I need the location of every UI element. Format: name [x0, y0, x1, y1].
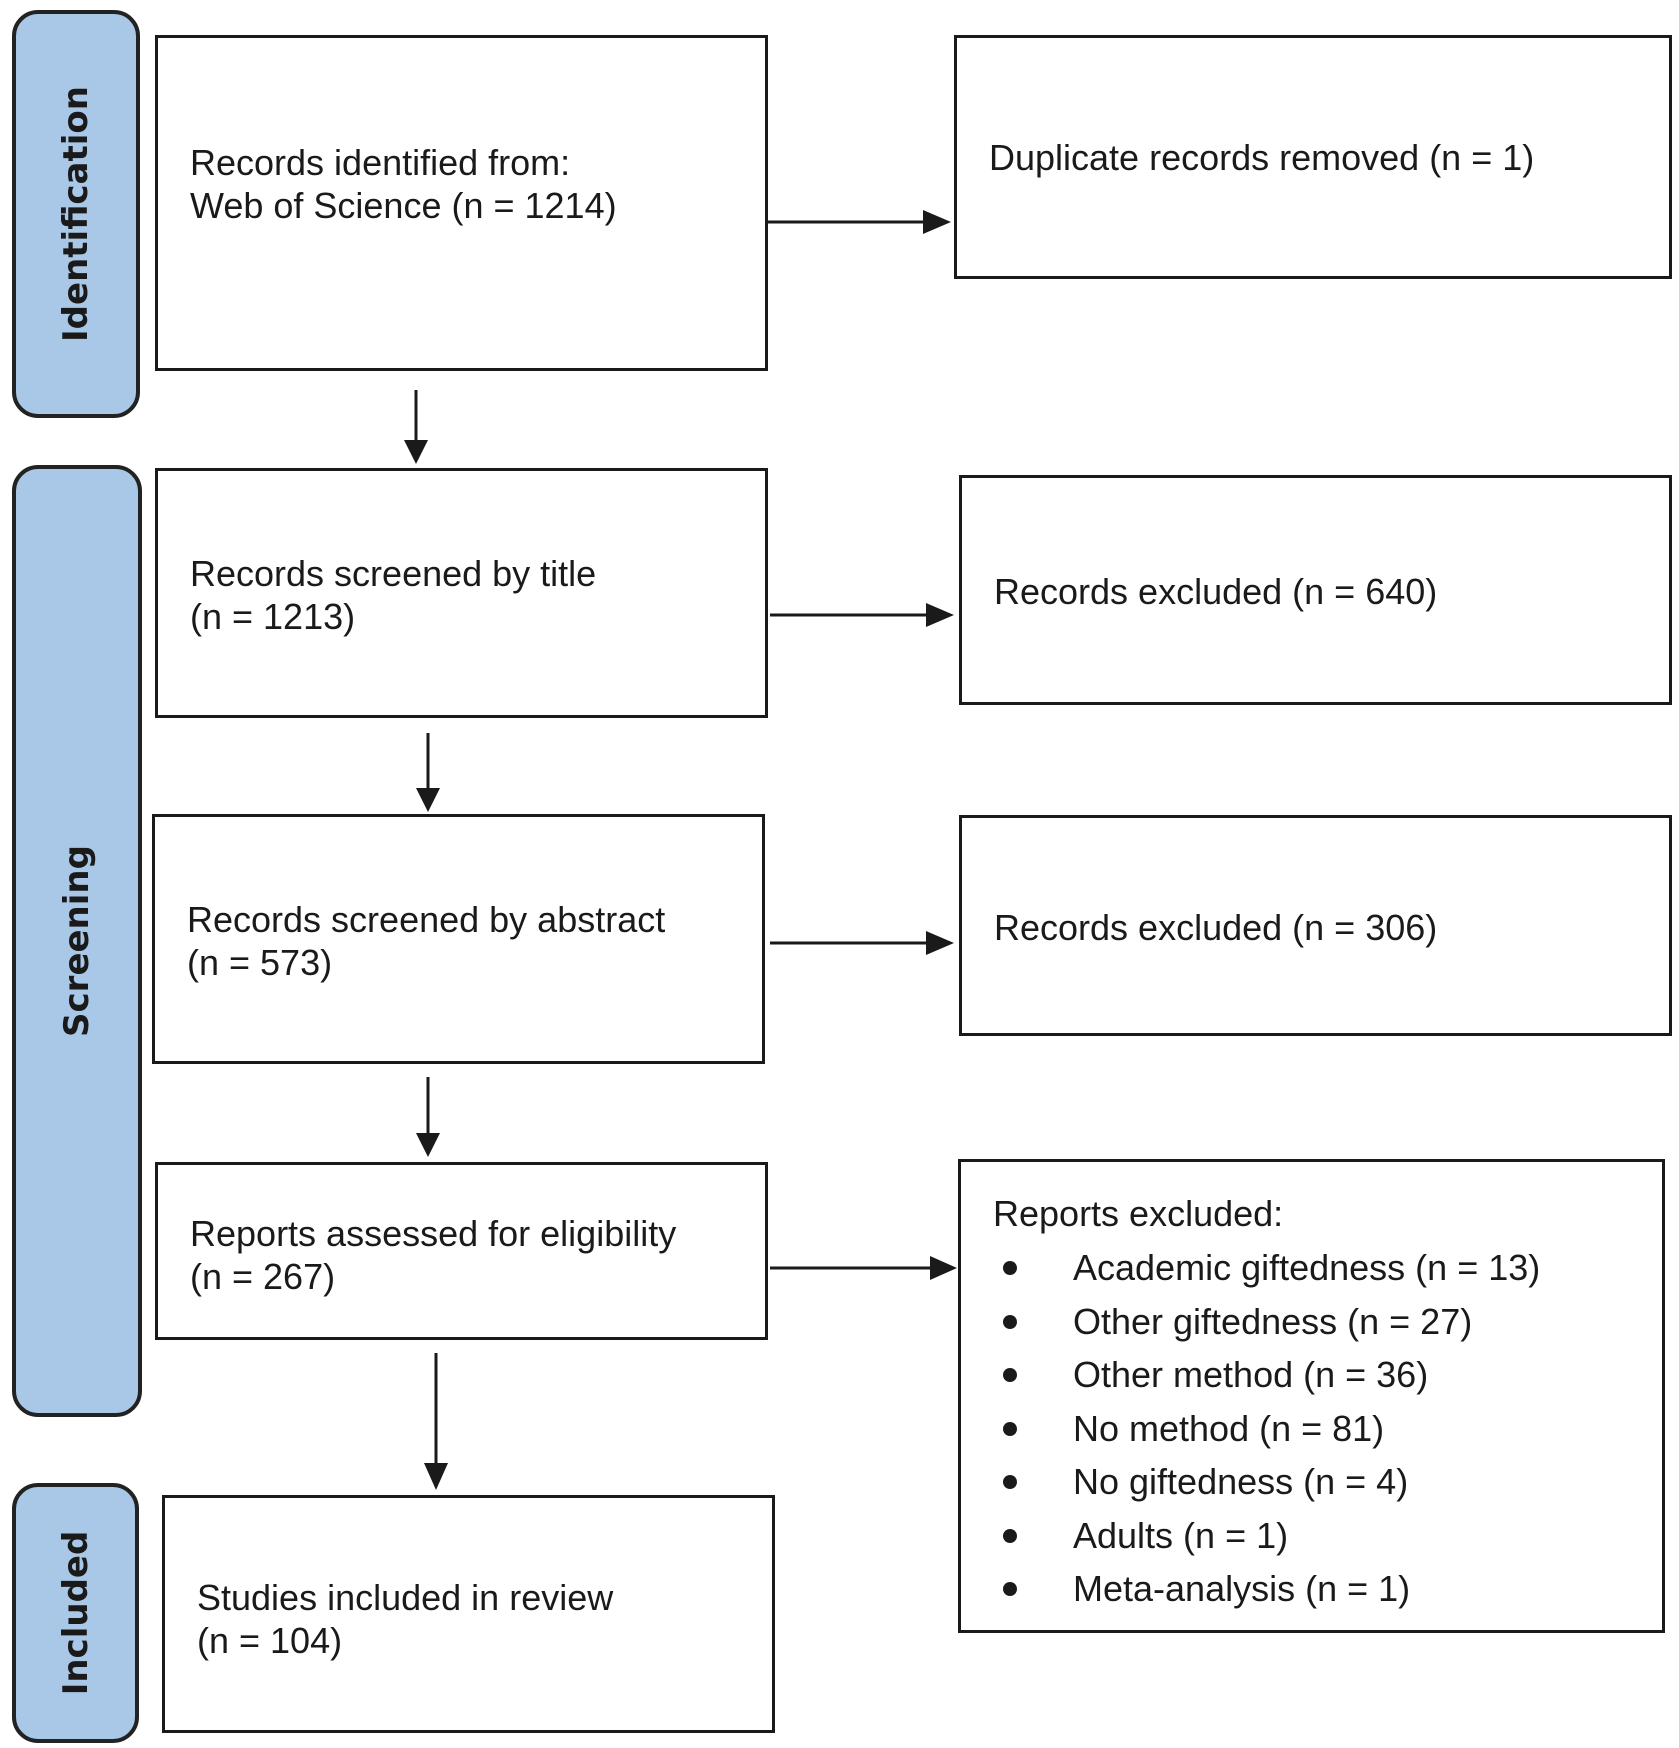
- list-item: Academic giftedness (n = 13): [1003, 1241, 1540, 1295]
- bullet-icon: [1003, 1421, 1017, 1436]
- stage-included: Included: [12, 1483, 139, 1743]
- box-excluded-abstract: Records excluded (n = 306): [959, 815, 1672, 1036]
- bullet-icon: [1003, 1261, 1017, 1275]
- included-line2: (n = 104): [197, 1620, 343, 1661]
- list-item: Other giftedness (n = 27): [1003, 1295, 1540, 1349]
- stage-screening: Screening: [12, 465, 142, 1417]
- box-eligibility: Reports assessed for eligibility (n = 26…: [155, 1162, 768, 1340]
- bullet-icon: [1003, 1528, 1017, 1543]
- box-excluded-title: Records excluded (n = 640): [959, 475, 1672, 705]
- excluded-abstract-text: Records excluded (n = 306): [994, 907, 1438, 948]
- arrowhead-down-icon: [416, 1133, 440, 1157]
- list-item: Other method (n = 36): [1003, 1348, 1540, 1402]
- records-identified-line2: Web of Science (n = 1214): [190, 185, 617, 226]
- box-screened-abstract: Records screened by abstract (n = 573): [152, 814, 765, 1064]
- arrowhead-down-icon: [424, 1463, 448, 1490]
- included-line1: Studies included in review: [197, 1577, 614, 1618]
- arrowhead-down-icon: [404, 440, 428, 464]
- bullet-icon: [1003, 1582, 1017, 1596]
- arrowhead-down-icon: [416, 788, 440, 812]
- bullet-icon: [1003, 1368, 1017, 1382]
- list-item: No method (n = 81): [1003, 1402, 1540, 1456]
- screened-abstract-line2: (n = 573): [187, 942, 333, 983]
- box-included: Studies included in review (n = 104): [162, 1495, 775, 1733]
- duplicates-removed-text: Duplicate records removed (n = 1): [989, 137, 1535, 178]
- reports-excluded-heading: Reports excluded:: [993, 1193, 1284, 1234]
- box-records-identified: Records identified from: Web of Science …: [155, 35, 768, 371]
- eligibility-line2: (n = 267): [190, 1256, 336, 1297]
- screened-title-line2: (n = 1213): [190, 596, 356, 637]
- arrowhead-right-icon: [923, 210, 951, 234]
- excluded-title-text: Records excluded (n = 640): [994, 571, 1438, 612]
- screened-title-line1: Records screened by title: [190, 553, 597, 594]
- list-item: No giftedness (n = 4): [1003, 1455, 1540, 1509]
- screened-abstract-line1: Records screened by abstract: [187, 899, 666, 940]
- stage-identification: Identification: [12, 10, 140, 418]
- bullet-icon: [1003, 1314, 1017, 1329]
- records-identified-line1: Records identified from:: [190, 142, 571, 183]
- box-duplicates-removed: Duplicate records removed (n = 1): [954, 35, 1672, 279]
- box-screened-title: Records screened by title (n = 1213): [155, 468, 768, 718]
- reports-excluded-list: Academic giftedness (n = 13) Other gifte…: [1003, 1241, 1540, 1616]
- arrowhead-right-icon: [930, 1256, 957, 1280]
- list-item: Meta-analysis (n = 1): [1003, 1562, 1540, 1616]
- bullet-icon: [1003, 1475, 1017, 1489]
- box-reports-excluded: Reports excluded: Academic giftedness (n…: [958, 1159, 1665, 1633]
- arrowhead-right-icon: [926, 931, 954, 955]
- arrowhead-right-icon: [926, 603, 954, 627]
- list-item: Adults (n = 1): [1003, 1509, 1540, 1563]
- eligibility-line1: Reports assessed for eligibility: [190, 1213, 677, 1254]
